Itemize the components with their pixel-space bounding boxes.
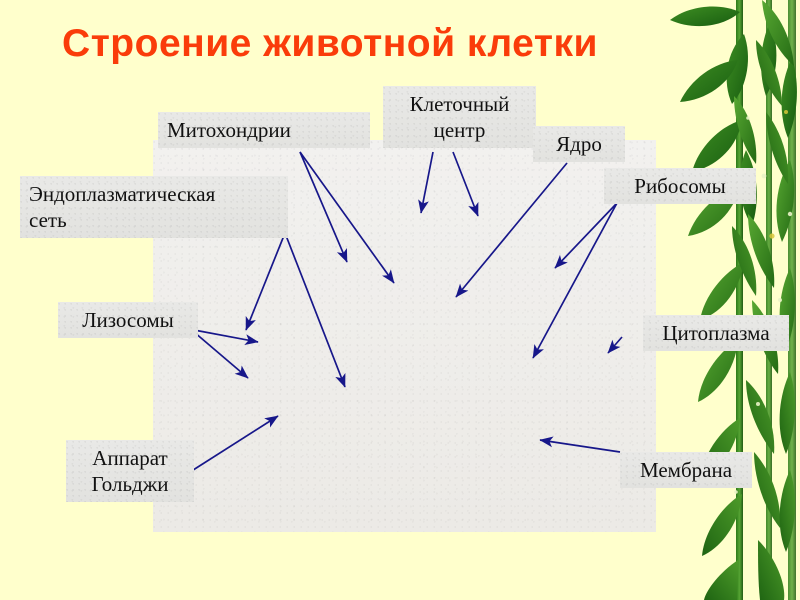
label-cytoplasm: Цитоплазма [643, 315, 789, 351]
label-cell-center: Клеточный центр [383, 86, 536, 148]
slide-title: Строение животной клетки [62, 22, 598, 65]
label-membrane: Мембрана [620, 452, 752, 488]
label-golgi-apparatus: Аппарат Гольджи [66, 440, 194, 502]
label-ribosomes: Рибосомы [604, 168, 756, 204]
label-endoplasmic-reticulum: Эндоплазматическая сеть [20, 176, 288, 238]
bamboo-decoration [640, 0, 800, 600]
label-mitochondria: Митохондрии [158, 112, 370, 148]
label-lysosomes: Лизосомы [58, 302, 198, 338]
label-nucleus: Ядро [533, 126, 625, 162]
